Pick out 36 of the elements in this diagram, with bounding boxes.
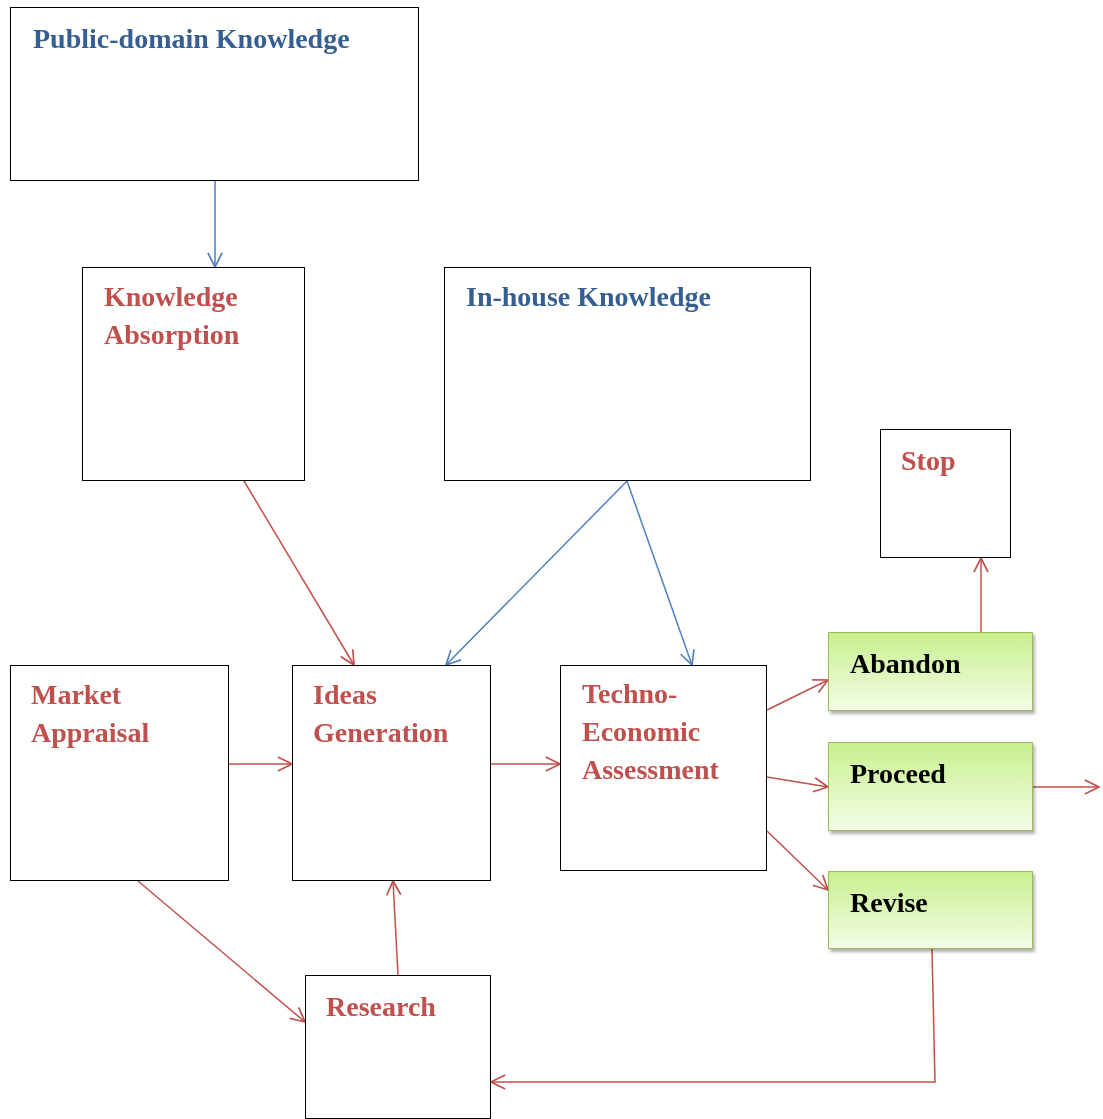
node-label: Revise <box>850 886 928 920</box>
outcome-box <box>828 871 1033 949</box>
arrow <box>385 880 402 976</box>
arrow <box>626 480 695 666</box>
node-label: Techno-Economic Assessment <box>582 677 720 787</box>
arrow <box>490 756 561 772</box>
process-box <box>292 665 491 881</box>
node-label: Abandon <box>850 647 961 681</box>
arrow <box>973 557 989 633</box>
node-label: Ideas Generation <box>313 678 450 750</box>
node-label: Stop <box>901 444 956 478</box>
process-box <box>305 975 491 1119</box>
process-box <box>880 429 1011 558</box>
process-box <box>444 267 811 481</box>
outcome-box <box>828 742 1033 831</box>
process-box <box>560 665 767 871</box>
arrow <box>228 756 293 772</box>
process-box <box>10 7 419 181</box>
node-label: Market Appraisal <box>31 678 151 750</box>
arrow <box>1032 779 1100 795</box>
arrow <box>137 880 306 1023</box>
node-label: Knowledge Absorption <box>104 280 241 352</box>
node-label: Proceed <box>850 757 946 791</box>
node-label: In-house Knowledge <box>466 280 712 314</box>
node-label: Research <box>326 990 436 1024</box>
arrow <box>445 480 628 666</box>
arrow <box>207 180 223 268</box>
arrow <box>766 776 829 793</box>
arrow <box>766 679 829 711</box>
process-box <box>10 665 229 881</box>
outcome-box <box>828 632 1033 711</box>
arrow <box>243 480 355 666</box>
process-box <box>82 267 305 481</box>
node-label: Public-domain Knowledge <box>33 22 350 56</box>
arrow <box>766 830 829 891</box>
arrow <box>490 948 936 1090</box>
